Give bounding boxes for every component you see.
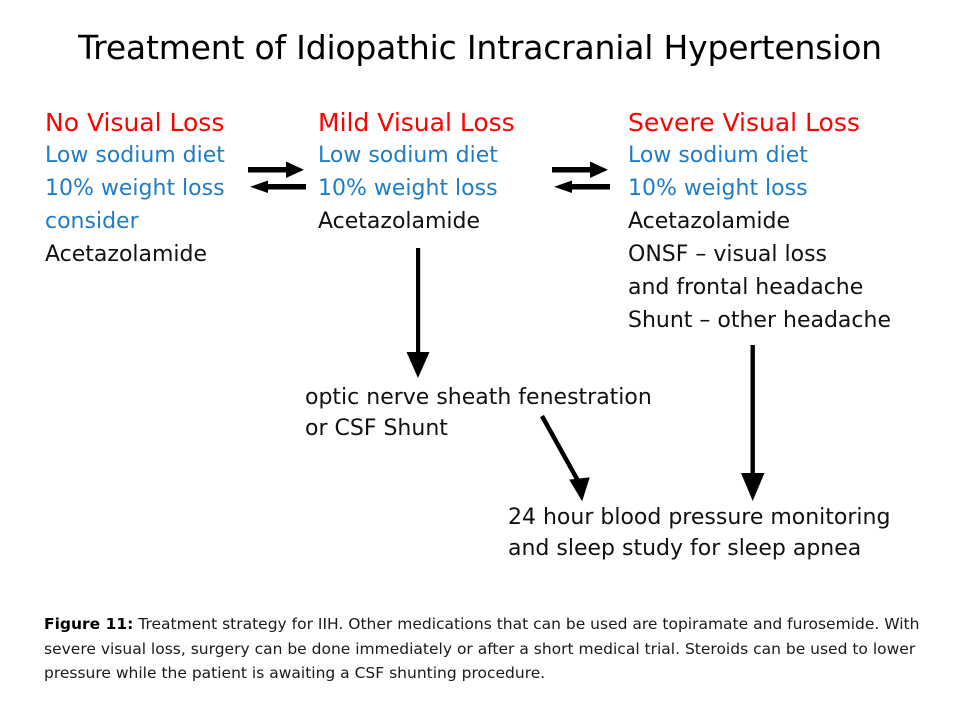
column-no-visual-loss: No Visual Loss Low sodium diet 10% weigh… [45, 106, 225, 271]
figure-caption-label: Figure 11: [44, 615, 134, 633]
column-line: Low sodium diet [318, 143, 498, 168]
surgery-options-line-2: or CSF Shunt [305, 416, 448, 441]
equilibrium-arrow-icon [248, 161, 306, 193]
column-line: Acetazolamide [45, 242, 208, 267]
column-line: and frontal headache [628, 275, 864, 300]
column-line: Low sodium diet [628, 143, 808, 168]
column-line: 10% weight loss [45, 176, 225, 201]
column-header-mild-visual-loss: Mild Visual Loss [318, 108, 515, 137]
monitoring-line-2: and sleep study for sleep apnea [508, 536, 862, 561]
column-line: 10% weight loss [318, 176, 498, 201]
arrow-diagonal-down-right-icon [540, 414, 590, 502]
column-line: 10% weight loss [628, 176, 808, 201]
monitoring-line-1: 24 hour blood pressure monitoring [508, 505, 891, 530]
block-monitoring: 24 hour blood pressure monitoring and sl… [508, 502, 890, 564]
figure-caption: Figure 11: Treatment strategy for IIH. O… [44, 612, 924, 686]
block-surgery-options: optic nerve sheath fenestration or CSF S… [305, 382, 652, 444]
surgery-options-line-1: optic nerve sheath fenestration [305, 385, 652, 410]
column-severe-visual-loss: Severe Visual Loss Low sodium diet 10% w… [628, 106, 891, 337]
column-line: consider [45, 209, 139, 234]
column-line: Shunt – other headache [628, 308, 891, 333]
column-line: Acetazolamide [318, 209, 481, 234]
equilibrium-arrow-icon [552, 161, 610, 193]
arrow-down-icon [406, 248, 430, 378]
figure-caption-body: Treatment strategy for IIH. Other medica… [44, 615, 920, 682]
arrow-down-icon [741, 345, 765, 501]
column-line: ONSF – visual loss [628, 242, 827, 267]
column-line: Low sodium diet [45, 143, 225, 168]
figure-title: Treatment of Idiopathic Intracranial Hyp… [78, 28, 882, 67]
column-header-severe-visual-loss: Severe Visual Loss [628, 108, 860, 137]
column-header-no-visual-loss: No Visual Loss [45, 108, 225, 137]
column-mild-visual-loss: Mild Visual Loss Low sodium diet 10% wei… [318, 106, 515, 238]
column-line: Acetazolamide [628, 209, 791, 234]
